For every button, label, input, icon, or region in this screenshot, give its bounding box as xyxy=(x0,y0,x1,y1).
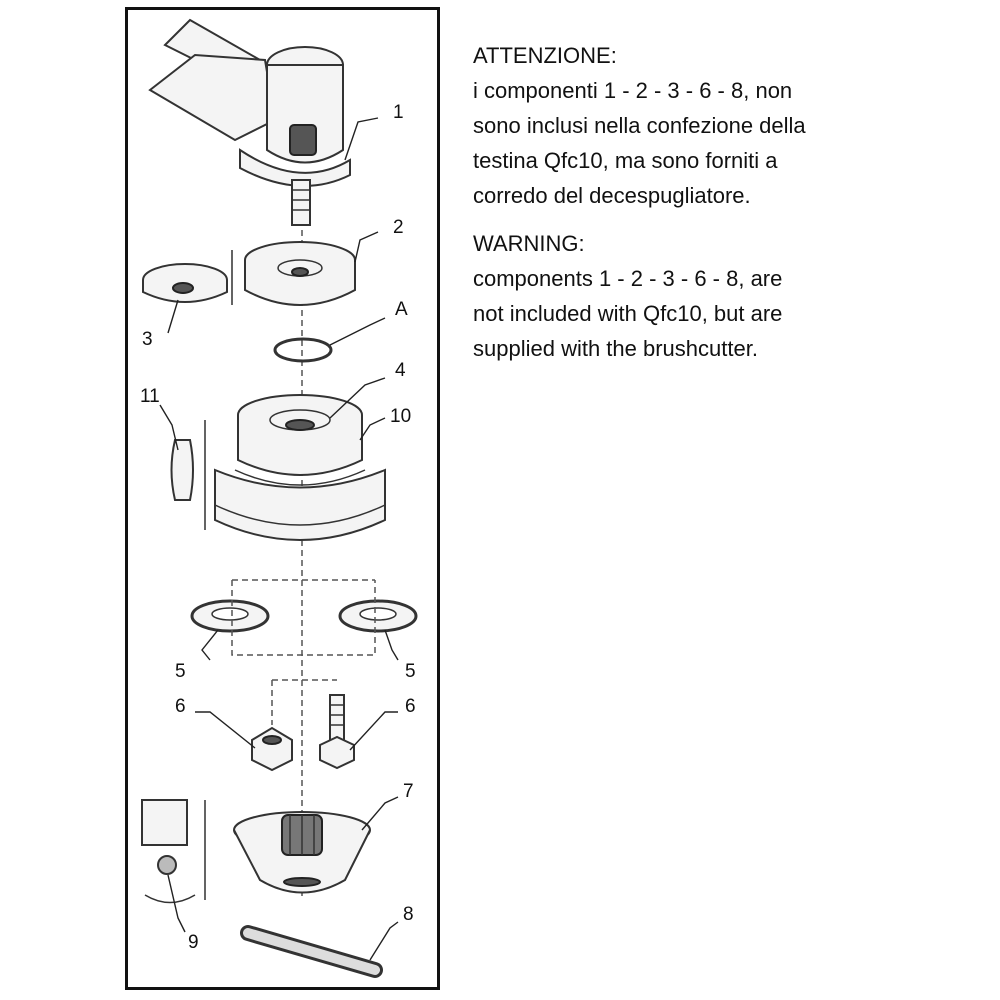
italian-warning-text: i componenti 1 - 2 - 3 - 6 - 8, non sono… xyxy=(473,78,806,208)
english-warning-text: components 1 - 2 - 3 - 6 - 8, are not in… xyxy=(473,266,783,361)
gearbox-head-part xyxy=(148,18,351,226)
leader-11 xyxy=(159,404,179,451)
leader-6-left xyxy=(195,711,256,749)
part-label-7: 7 xyxy=(403,781,414,802)
trimmer-head-body-part xyxy=(214,394,386,541)
leader-3 xyxy=(167,299,179,334)
leader-5-right xyxy=(384,629,399,661)
leader-7 xyxy=(361,796,399,831)
part-label-5-left: 5 xyxy=(175,661,186,682)
part-label-8: 8 xyxy=(403,904,414,925)
part-label-4: 4 xyxy=(395,360,406,381)
part-label-9: 9 xyxy=(188,932,199,953)
side-knob-detail-part xyxy=(170,420,206,530)
flange-detail-part xyxy=(142,250,233,305)
part-label-10: 10 xyxy=(390,406,411,427)
part-label-2: 2 xyxy=(393,217,404,238)
leader-4 xyxy=(329,377,386,419)
leader-5-left xyxy=(201,629,219,661)
part-label-3: 3 xyxy=(142,329,153,350)
italian-warning-heading: ATTENZIONE: xyxy=(473,43,617,68)
upper-flange-part xyxy=(244,241,356,306)
leader-A xyxy=(329,317,386,346)
leader-10 xyxy=(359,417,386,441)
leader-6-right xyxy=(349,711,398,751)
leader-1 xyxy=(344,117,379,161)
leader-9 xyxy=(167,874,186,933)
bottom-cap-part xyxy=(233,811,371,894)
cap-insert-detail-part xyxy=(141,799,206,904)
part-label-6-right: 6 xyxy=(405,696,416,717)
english-warning-heading: WARNING: xyxy=(473,231,585,256)
pin-rod-part xyxy=(240,925,383,978)
part-label-A: A xyxy=(395,299,408,320)
leader-8 xyxy=(369,921,399,961)
part-label-5-right: 5 xyxy=(405,661,416,682)
leader-2 xyxy=(354,231,379,263)
nut-part xyxy=(251,726,293,772)
bolt-part xyxy=(319,694,355,770)
part-label-11: 11 xyxy=(140,386,160,407)
part-label-1: 1 xyxy=(393,102,404,123)
part-label-6-left: 6 xyxy=(175,696,186,717)
o-ring-part xyxy=(273,337,333,363)
